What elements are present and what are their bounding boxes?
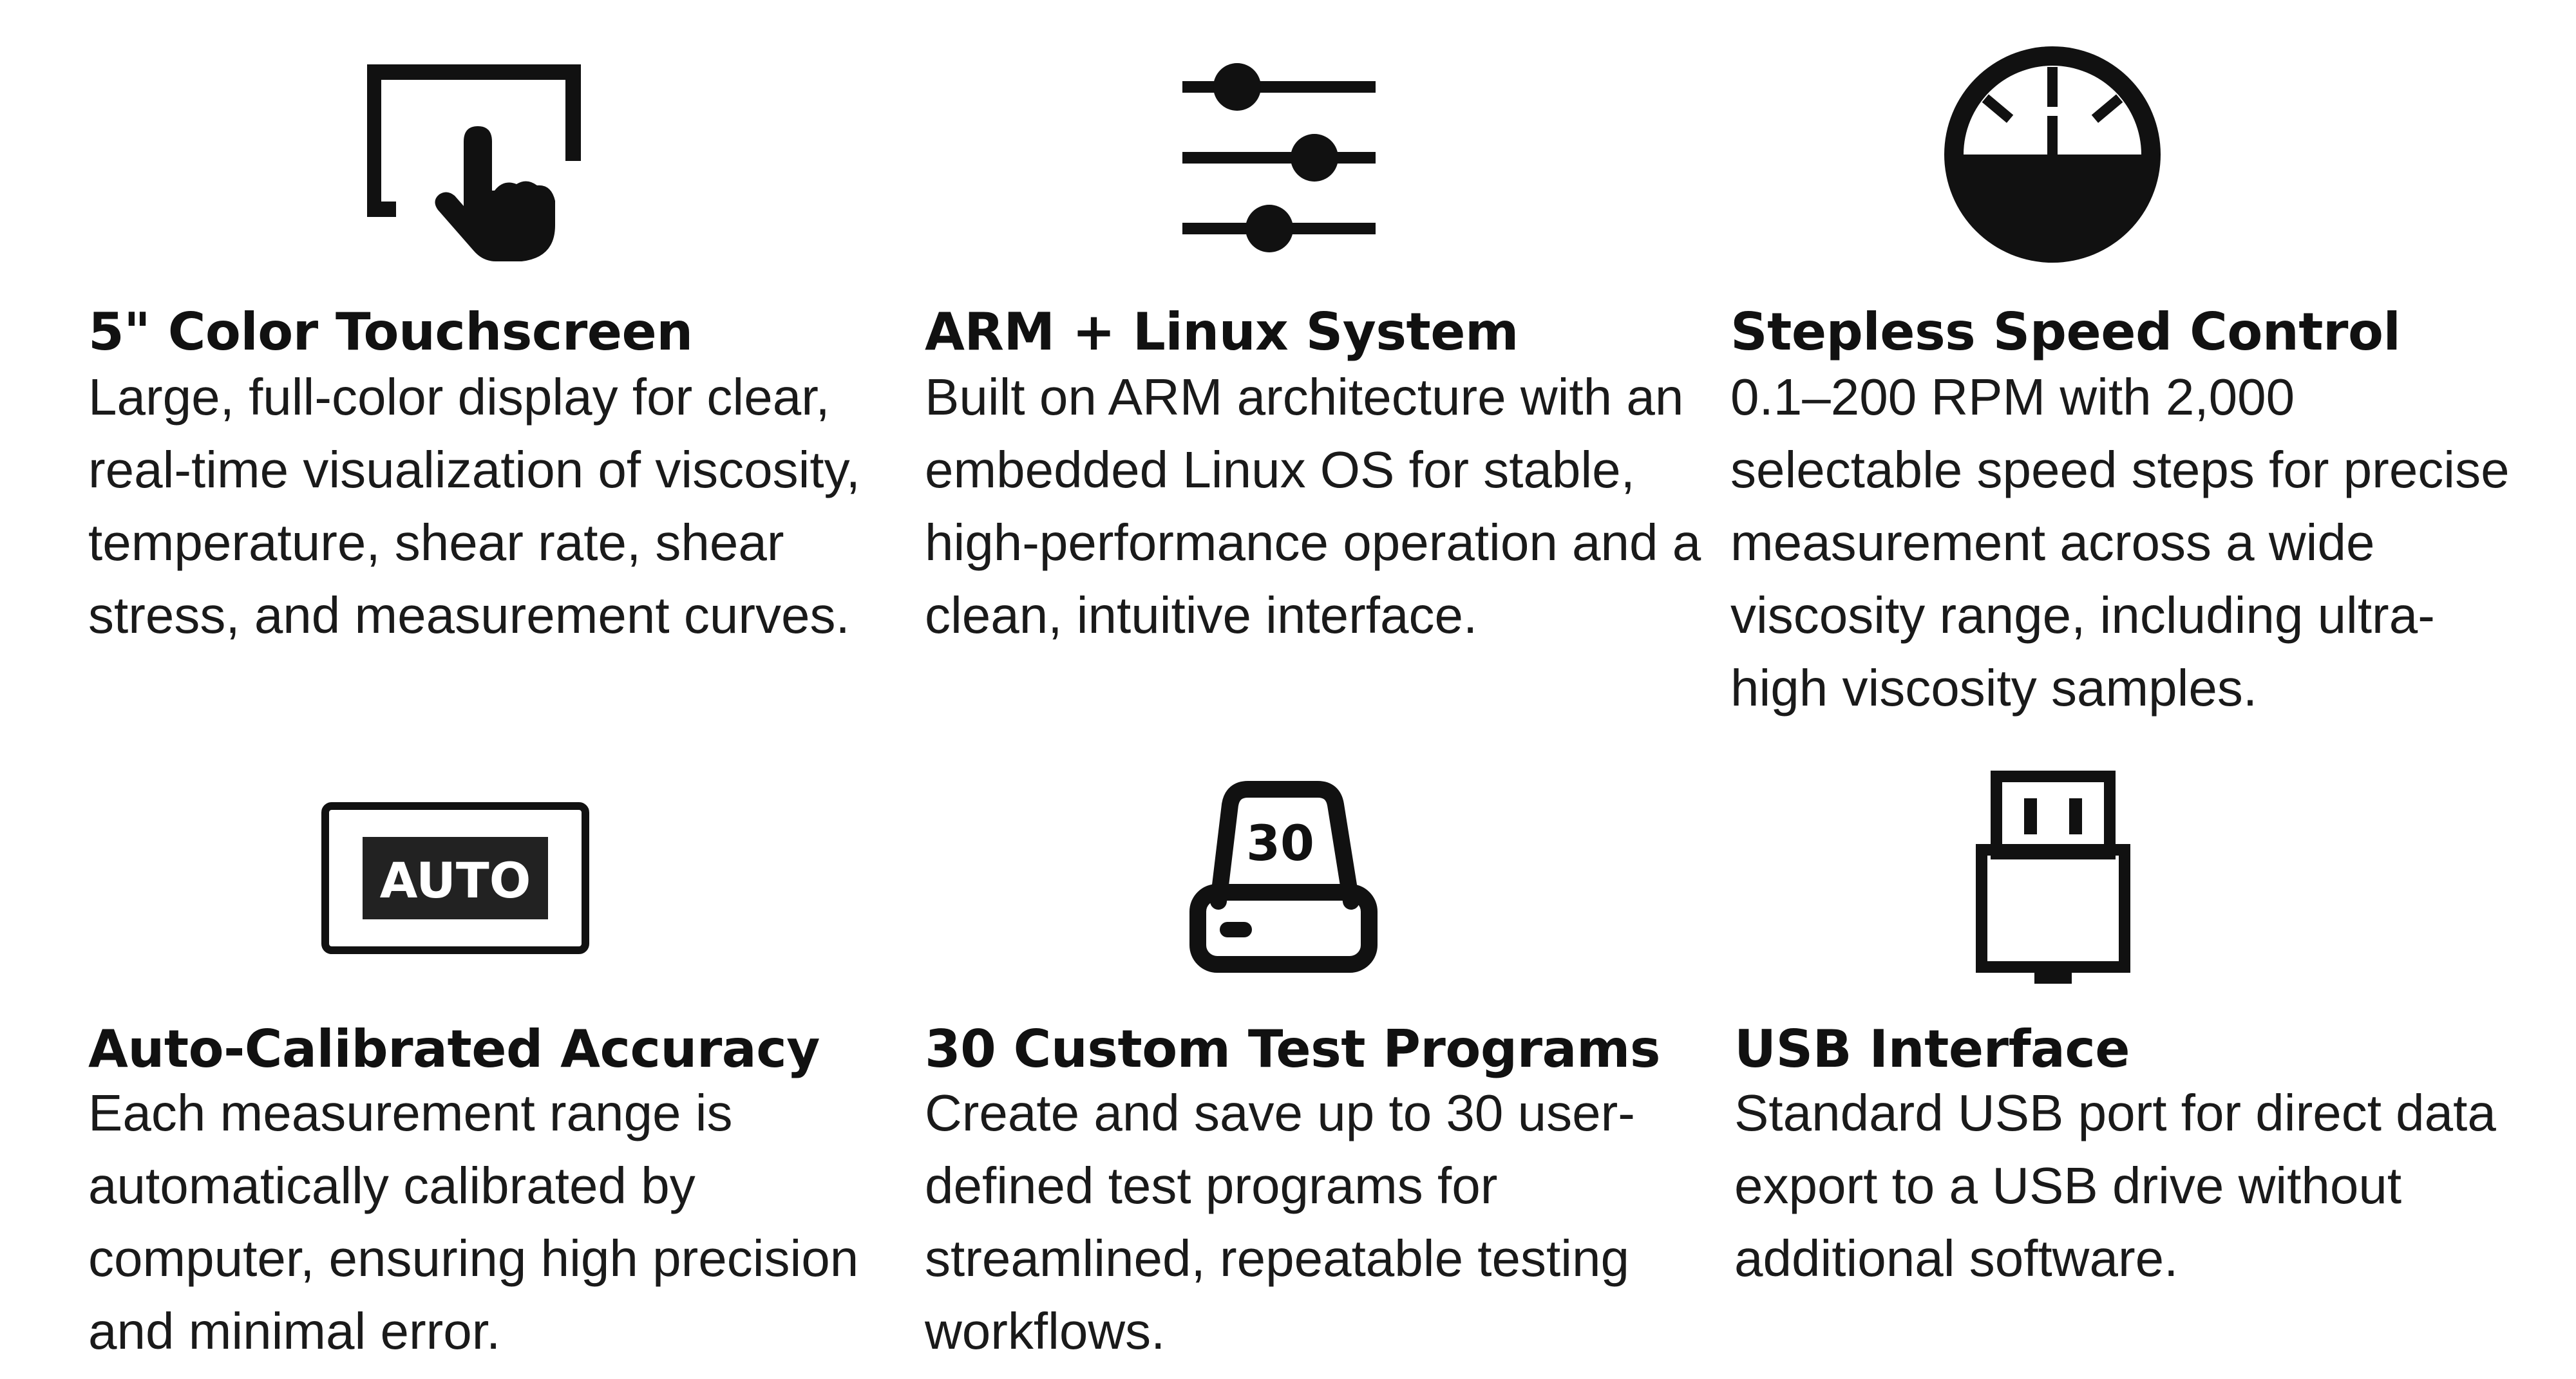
sliders-icon bbox=[1182, 63, 1376, 252]
usb-plug-icon bbox=[1976, 771, 2130, 984]
feature-description: Large, full-color display for clear, rea… bbox=[88, 368, 860, 644]
auto-badge-icon: AUTO bbox=[321, 802, 589, 954]
program-count-text: 30 bbox=[1246, 814, 1314, 872]
feature-title: 5" Color Touchscreen bbox=[88, 302, 693, 362]
program-storage-icon: 30 bbox=[1189, 781, 1378, 973]
auto-badge-text: AUTO bbox=[380, 852, 531, 909]
touchscreen-tap-icon bbox=[367, 64, 581, 261]
feature-title: ARM + Linux System bbox=[925, 302, 1519, 362]
feature-description: Standard USB port for direct data export… bbox=[1734, 1084, 2496, 1287]
feature-title: Auto-Calibrated Accuracy bbox=[88, 1019, 820, 1079]
feature-title: USB Interface bbox=[1734, 1019, 2130, 1079]
feature-description: 0.1–200 RPM with 2,000 selectable speed … bbox=[1730, 368, 2510, 717]
feature-title: Stepless Speed Control bbox=[1730, 302, 2401, 362]
speedometer-gauge-icon bbox=[1944, 46, 2161, 263]
feature-description: Create and save up to 30 user-defined te… bbox=[925, 1084, 1635, 1360]
feature-description: Built on ARM architecture with an embedd… bbox=[925, 368, 1701, 644]
feature-title: 30 Custom Test Programs bbox=[925, 1019, 1661, 1079]
feature-description: Each measurement range is automatically … bbox=[88, 1084, 859, 1360]
